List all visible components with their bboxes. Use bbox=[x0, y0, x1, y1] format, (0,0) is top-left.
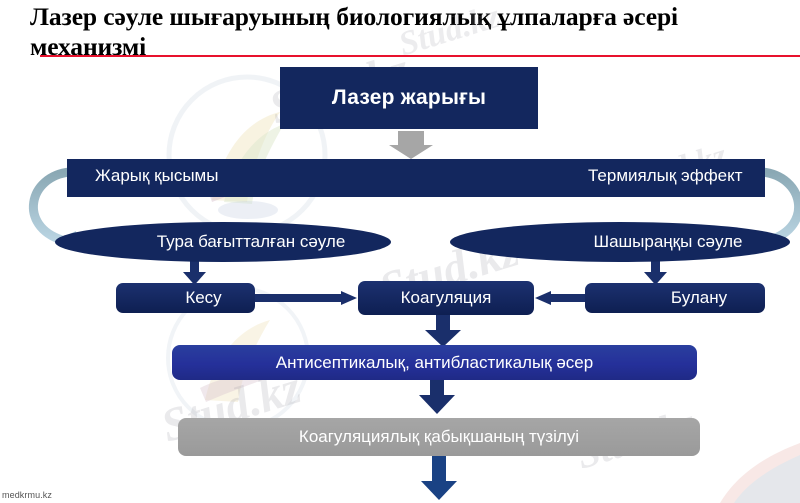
node-coagulation-film[interactable]: Коагуляциялық қабықшаның түзілуі bbox=[178, 418, 700, 456]
node-coagulation[interactable]: Коагуляция bbox=[358, 281, 534, 315]
node-coagulation-film-label: Коагуляциялық қабықшаның түзілуі bbox=[298, 427, 580, 446]
arrow-cut-to-coagulation bbox=[255, 291, 357, 305]
arrow-scattered-beam-to-evaporation bbox=[644, 258, 667, 285]
arrow-coag-film-to-next bbox=[421, 456, 457, 500]
arrow-antiseptic-to-coag-film bbox=[419, 379, 455, 414]
node-laser-label: Лазер жарығы bbox=[331, 86, 487, 109]
node-evaporation-label: Булану bbox=[670, 288, 728, 307]
node-pressure-label: Жарық қысымы bbox=[95, 166, 219, 185]
title-divider bbox=[40, 55, 800, 57]
node-thermal-label: Термиялық эффект bbox=[588, 166, 743, 185]
node-direct-beam[interactable]: Тура бағытталған сәуле bbox=[55, 222, 391, 262]
node-coagulation-label: Коагуляция bbox=[400, 288, 492, 307]
node-antiseptic-label: Антисептикалық, антибластикалық әсер bbox=[275, 352, 594, 372]
node-scattered-beam[interactable]: Шашыраңқы сәуле bbox=[450, 222, 790, 262]
page-title: Лазер сәуле шығаруының биологиялық ұлпал… bbox=[30, 2, 679, 62]
node-scattered-beam-label: Шашыраңқы сәуле bbox=[593, 232, 743, 251]
node-cut[interactable]: Кесу bbox=[116, 283, 255, 313]
node-effects-bar[interactable] bbox=[67, 159, 765, 197]
arrow-coagulation-to-antiseptic bbox=[425, 314, 461, 347]
arrow-evaporation-to-coagulation bbox=[535, 291, 587, 305]
footer-url: medkrmu.kz bbox=[2, 490, 53, 500]
node-direct-beam-label: Тура бағытталған сәуле bbox=[156, 232, 346, 251]
node-laser[interactable]: Лазер жарығы bbox=[280, 67, 538, 129]
node-cut-label: Кесу bbox=[185, 288, 222, 307]
node-antiseptic[interactable]: Антисептикалық, антибластикалық әсер bbox=[172, 345, 697, 380]
node-evaporation[interactable]: Булану bbox=[585, 283, 765, 313]
arrow-laser-to-bar bbox=[389, 131, 433, 159]
arrow-direct-beam-to-cut bbox=[183, 258, 206, 285]
